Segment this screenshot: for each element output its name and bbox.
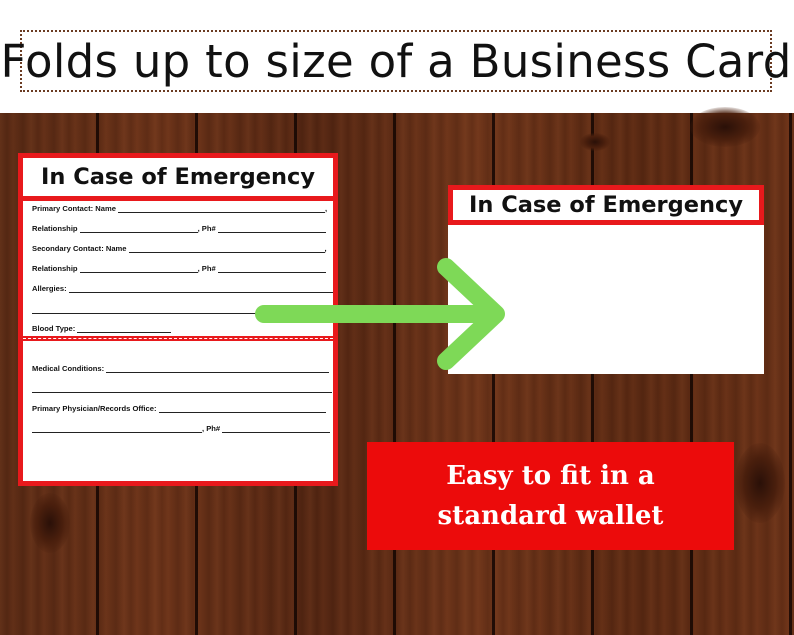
arrow-head: [437, 258, 505, 370]
input-line: [77, 324, 172, 333]
trailing-comma: ,: [324, 204, 328, 213]
fold-dashes: [23, 338, 333, 339]
input-line: [117, 204, 325, 213]
input-line: [222, 424, 331, 433]
page-title: Folds up to size of a Business Card: [0, 34, 792, 88]
primary-contact-label: Primary Contact: Name: [32, 204, 116, 213]
wood-knot: [580, 133, 610, 151]
input-line: [79, 224, 198, 233]
wallet-badge: Easy to fit in a standard wallet: [367, 442, 734, 550]
card-title: In Case of Emergency: [468, 192, 744, 218]
relationship-row-1: Relationship , Ph#: [32, 224, 326, 233]
allergies-extra-line: [32, 313, 332, 314]
secondary-contact-row: Secondary Contact: Name ,: [32, 244, 327, 253]
primary-contact-row: Primary Contact: Name ,: [32, 204, 327, 213]
card-title-bar: In Case of Emergency: [23, 158, 333, 201]
blood-type-label: Blood Type:: [32, 324, 76, 333]
medical-conditions-label: Medical Conditions:: [32, 364, 105, 373]
phone-label: , Ph#: [197, 264, 216, 273]
input-line: [217, 264, 326, 273]
allergies-row: Allergies:: [32, 284, 333, 293]
wood-knot: [735, 443, 785, 523]
emergency-card-folded: In Case of Emergency: [448, 185, 764, 374]
card-title-bar: In Case of Emergency: [448, 185, 764, 225]
blood-type-row: Blood Type:: [32, 324, 172, 333]
relationship-label: Relationship: [32, 224, 78, 233]
header-banner: Folds up to size of a Business Card: [0, 0, 794, 113]
phone-label: , Ph#: [197, 224, 216, 233]
medical-extra-line: [32, 392, 332, 393]
badge-line-2: standard wallet: [437, 501, 664, 531]
input-line: [79, 264, 198, 273]
allergies-label: Allergies:: [32, 284, 67, 293]
input-line: [158, 404, 326, 413]
medical-conditions-row: Medical Conditions:: [32, 364, 330, 373]
phone-label: , Ph#: [202, 424, 221, 433]
input-line: [217, 224, 326, 233]
trailing-comma: ,: [324, 244, 327, 253]
relationship-row-2: Relationship , Ph#: [32, 264, 326, 273]
title-frame: Folds up to size of a Business Card: [0, 30, 791, 92]
input-line: [32, 424, 202, 433]
physician-label: Primary Physician/Records Office:: [32, 404, 157, 413]
relationship-label: Relationship: [32, 264, 78, 273]
physician-phone-row: , Ph#: [32, 424, 331, 433]
card-title: In Case of Emergency: [40, 164, 316, 190]
right-arrow-icon: [255, 258, 505, 370]
input-line: [128, 244, 325, 253]
wood-knot: [30, 493, 70, 553]
physician-row: Primary Physician/Records Office:: [32, 404, 326, 413]
wood-knot: [690, 107, 760, 147]
secondary-contact-label: Secondary Contact: Name: [32, 244, 127, 253]
input-line: [106, 364, 330, 373]
input-line: [68, 284, 333, 293]
badge-line-1: Easy to fit in a: [446, 461, 655, 491]
